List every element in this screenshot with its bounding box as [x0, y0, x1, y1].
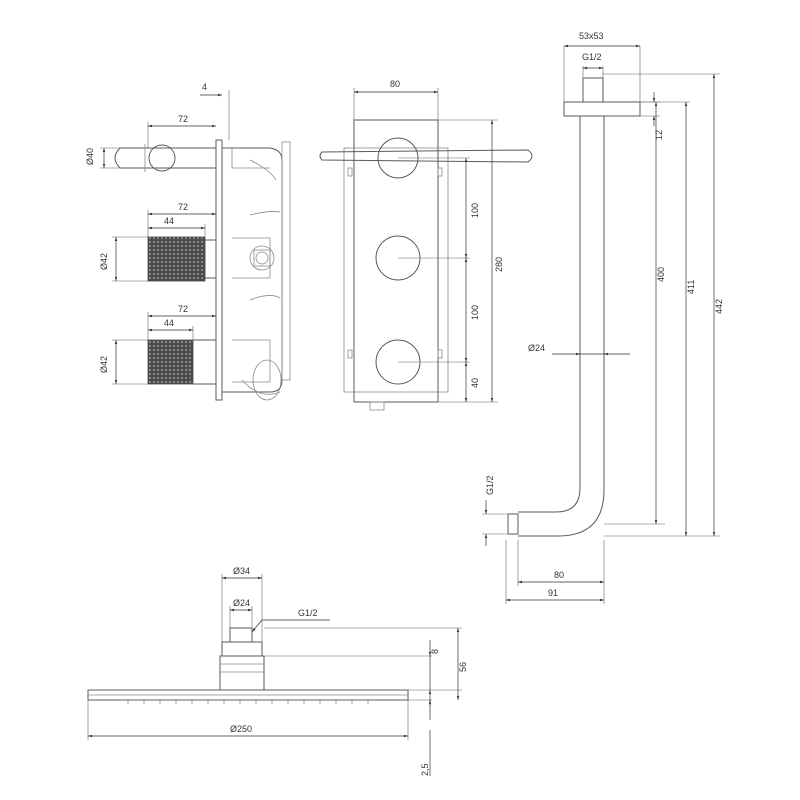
arm-pipe-inner [518, 116, 605, 537]
dim-arm-thread-bottom: G1/2 [485, 475, 495, 495]
dim-knob1-length: 72 [178, 202, 188, 212]
dim-knob2-length: 72 [178, 304, 188, 314]
dim-arm-reach-a: 80 [554, 570, 564, 580]
dim-arm-flange: 53x53 [579, 31, 604, 41]
knurled-knob-2 [147, 339, 194, 385]
mixer-side-view: 4 72 Ø40 72 44 Ø42 72 44 Ø42 [85, 82, 291, 401]
dim-knob1-cap: 44 [164, 216, 174, 226]
body-flange [281, 141, 291, 381]
dim-arm-pipe-diameter: Ø24 [528, 343, 545, 353]
dim-head-plate-thickness: 2,5 [420, 763, 430, 776]
arm-thread-top [582, 77, 604, 103]
shower-arm: 53x53 G1/2 12 400 411 442 Ø24 G1/2 [482, 31, 724, 604]
arm-pipe-outer [518, 116, 581, 513]
dim-head-thread: G1/2 [298, 608, 318, 618]
dim-arm-thread-top: G1/2 [582, 52, 602, 62]
dim-front-height: 280 [494, 257, 504, 272]
dim-arm-flange-thickness: 12 [654, 130, 664, 140]
diverter-lever [114, 147, 217, 169]
dim-spacing-bottom: 40 [470, 378, 480, 388]
head-nozzles [127, 700, 369, 704]
diverter-port [249, 245, 275, 271]
dim-head-connector-inner: Ø24 [233, 598, 250, 608]
dim-knob2-cap: 44 [164, 318, 174, 328]
dim-head-connector-outer: Ø34 [233, 566, 250, 576]
dim-front-width: 80 [390, 79, 400, 89]
arm-thread-bottom [507, 513, 519, 535]
dim-lever-diameter: Ø40 [85, 148, 95, 165]
mixer-body [222, 147, 283, 393]
knurled-knob-1 [147, 236, 206, 282]
dim-knob2-diameter: Ø42 [99, 356, 109, 373]
dim-arm-drop: 400 [656, 267, 666, 282]
dim-spacing-mid: 100 [470, 305, 480, 320]
dim-head-connector-height: 8 [430, 649, 440, 654]
front-lever [319, 149, 533, 163]
dim-wall-offset: 4 [202, 82, 207, 92]
mixer-front-view: 80 100 100 40 280 [319, 79, 533, 411]
head-connector [219, 655, 265, 691]
front-plate [353, 119, 439, 403]
shower-head: Ø34 Ø24 G1/2 8 56 Ø250 2,5 [87, 566, 468, 776]
dim-head-overall-height: 56 [458, 662, 468, 672]
dim-spacing-top: 100 [470, 203, 480, 218]
front-cover [343, 147, 449, 393]
dim-head-diameter: Ø250 [230, 724, 252, 734]
arm-flange [563, 101, 641, 117]
dim-knob1-diameter: Ø42 [99, 253, 109, 270]
lever-hub [148, 144, 176, 172]
dim-lever-length: 72 [178, 114, 188, 124]
dim-arm-total-a: 411 [686, 280, 696, 294]
wall-plate [215, 139, 223, 401]
dim-arm-reach-b: 91 [548, 588, 558, 598]
head-thread [229, 627, 253, 643]
dim-arm-total-b: 442 [714, 299, 724, 314]
